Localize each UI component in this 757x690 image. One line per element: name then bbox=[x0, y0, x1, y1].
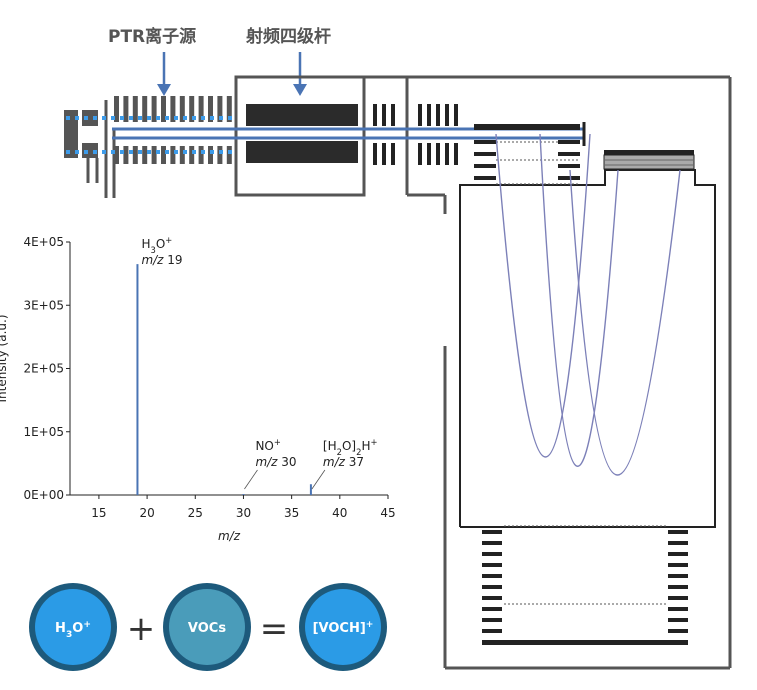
y-tick-label: 3E+05 bbox=[23, 298, 64, 312]
peak-leader-line bbox=[311, 469, 326, 490]
reactant-label: H3O+ bbox=[55, 620, 91, 640]
peak-mz-label: m/z 30 bbox=[255, 455, 296, 469]
x-tick-label: 45 bbox=[380, 506, 395, 520]
plus-sign: + bbox=[127, 609, 156, 649]
product-circle: [VOCH]+ bbox=[299, 583, 387, 671]
peak-ion-label: [H2O]2H+ bbox=[323, 437, 378, 457]
x-tick-label: 20 bbox=[139, 506, 154, 520]
x-axis-title: m/z bbox=[218, 529, 241, 543]
x-tick-label: 25 bbox=[188, 506, 203, 520]
quadrupole-label: 射频四级杆 bbox=[245, 26, 331, 47]
transfer-optics bbox=[362, 75, 730, 214]
ion-trajectory-2 bbox=[539, 133, 619, 467]
reactant-circle: H3O+ bbox=[29, 583, 117, 671]
reaction-equation: H3O+ + VOCs = [VOCH]+ bbox=[29, 583, 387, 671]
y-tick-label: 2E+05 bbox=[23, 362, 64, 376]
quadrupole-arrow bbox=[293, 52, 307, 96]
y-tick-label: 1E+05 bbox=[23, 425, 64, 439]
ion-trajectory-1 bbox=[495, 133, 591, 458]
product-label: [VOCH]+ bbox=[313, 620, 374, 636]
x-tick-label: 30 bbox=[236, 506, 251, 520]
x-tick-label: 15 bbox=[91, 506, 106, 520]
y-axis-title: Intensity (a.u.) bbox=[0, 315, 9, 403]
vocs-label: VOCs bbox=[188, 621, 226, 636]
peak-ion-label: H3O+ bbox=[141, 235, 172, 255]
y-tick-label: 0E+00 bbox=[23, 488, 64, 502]
peak-mz-label: m/z 19 bbox=[141, 253, 182, 267]
ion-trajectory-3 bbox=[569, 169, 681, 476]
x-tick-label: 35 bbox=[284, 506, 299, 520]
peak-ion-label: NO+ bbox=[255, 437, 280, 453]
drift-tube-rings bbox=[114, 96, 232, 164]
equals-sign: = bbox=[260, 609, 289, 649]
peak-leader-line bbox=[244, 469, 258, 490]
peak-mz-label: m/z 37 bbox=[323, 455, 364, 469]
x-tick-label: 40 bbox=[332, 506, 347, 520]
ion-source-arrow bbox=[157, 52, 171, 96]
ptr-ion-source bbox=[64, 96, 236, 198]
tof-analyzer bbox=[443, 77, 732, 670]
ion-source-label: PTR离子源 bbox=[108, 26, 196, 47]
y-tick-label: 4E+05 bbox=[23, 235, 64, 249]
vocs-circle: VOCs bbox=[163, 583, 251, 671]
